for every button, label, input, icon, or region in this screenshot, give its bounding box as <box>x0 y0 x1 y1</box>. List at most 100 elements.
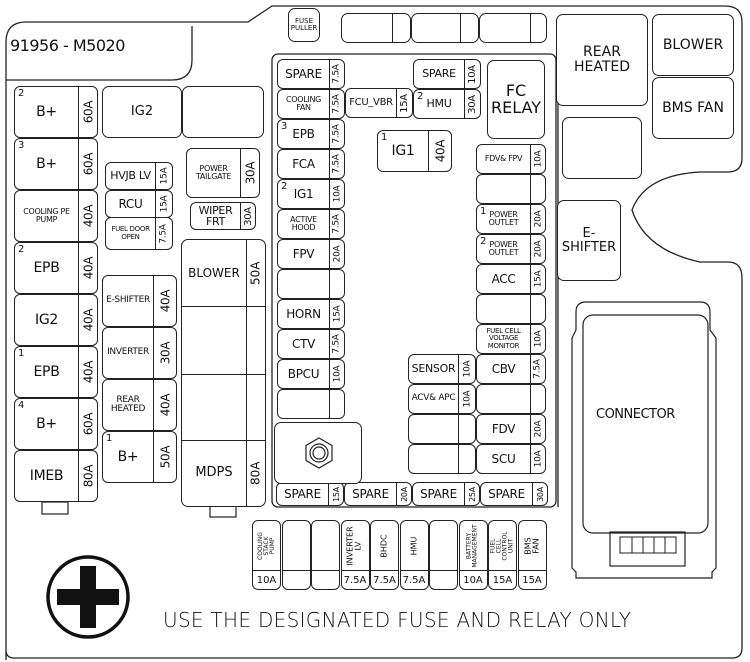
spare-slot <box>479 13 547 43</box>
fuse-position-number: 2 <box>480 236 487 247</box>
fuse-amp: 10A <box>530 325 545 353</box>
fuse-blank[interactable] <box>476 294 546 324</box>
fuse-amp: 15A <box>530 265 545 293</box>
fuse-amp: 7.5A <box>341 570 369 589</box>
fuse-wiper-frt[interactable]: WIPER FRT 30A <box>190 202 256 230</box>
fuse-label: HMU <box>409 536 418 555</box>
fuse-position-number: 1 <box>18 348 25 359</box>
fuse-label: BMS FAN <box>523 536 540 555</box>
fuse-amp <box>530 295 545 323</box>
fuse-blank[interactable] <box>281 520 311 590</box>
relay-e-shifter[interactable]: E-SHIFTER <box>557 200 621 281</box>
part-number: 91956 - M5020 <box>10 36 125 55</box>
fuse-amp: 7.5A <box>329 120 344 148</box>
fuse-power-tailgate[interactable]: POWER TAILGATE 30A <box>186 148 260 198</box>
fuse-amp: 7.5A <box>530 355 545 383</box>
fuse-blower[interactable]: BLOWER <box>188 265 240 280</box>
fuse-blank[interactable] <box>476 384 546 414</box>
relay-blank[interactable] <box>182 86 264 138</box>
fuse-amp: 10A <box>329 360 344 388</box>
fuse-label: POWER TAILGATE <box>195 163 232 181</box>
fuse-amp: 40A <box>78 347 97 397</box>
fuse-fcu-vbr[interactable]: FCU_VBR 15A <box>345 88 413 118</box>
fuse-amp <box>329 270 344 298</box>
fuse-puller[interactable]: FUSE PULLER <box>288 8 320 42</box>
fuse-blank[interactable] <box>277 389 345 419</box>
fuse-blank[interactable] <box>277 269 345 299</box>
fuse-label: FCA <box>292 156 315 171</box>
fuse-blank[interactable] <box>429 520 458 590</box>
fuse-label: SPARE <box>285 66 322 81</box>
relay-rear-heated[interactable]: REAR HEATED <box>556 14 648 106</box>
fuse-blank[interactable] <box>408 414 476 444</box>
connector-label: CONNECTOR <box>596 407 675 422</box>
spare-slot <box>341 13 411 43</box>
fuse-spare-top[interactable]: SPARE 10A <box>413 59 481 89</box>
fuse-blank[interactable] <box>408 444 476 474</box>
fuse-amp: 20A <box>530 415 545 443</box>
relay-ig2[interactable]: IG2 <box>102 86 182 138</box>
fuse-label: SENSOR <box>411 362 456 376</box>
fuse-amp: 15A <box>155 191 172 217</box>
relay-blank-right[interactable] <box>562 117 642 179</box>
fuse-blank[interactable] <box>476 174 546 204</box>
relay-bms-fan[interactable]: BMS FAN <box>652 77 734 139</box>
fuse-mdps[interactable]: MDPS <box>195 465 233 481</box>
fuse-blank[interactable] <box>311 520 340 590</box>
relay-fc[interactable]: FC RELAY <box>487 60 545 139</box>
relay-blower[interactable]: BLOWER <box>652 14 734 76</box>
fuse-amp <box>430 570 457 589</box>
